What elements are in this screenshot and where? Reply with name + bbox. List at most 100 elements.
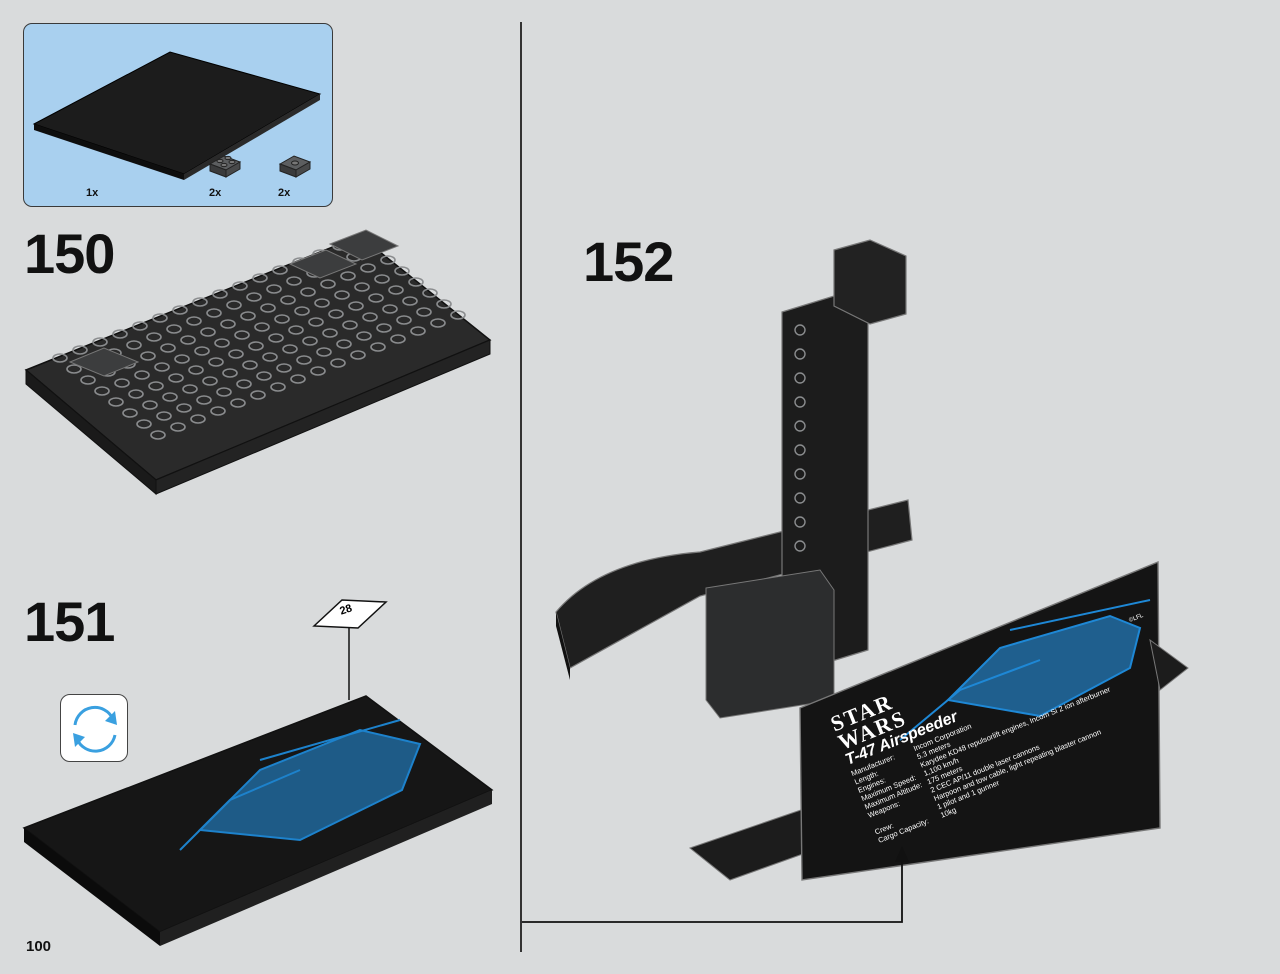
baseplate-stud [92,337,108,347]
baseplate-stud [436,299,452,309]
baseplate-stud [262,352,278,362]
baseplate-stud [408,277,424,287]
qty-jumper: 2x [278,187,291,199]
baseplate-stud [382,304,398,314]
baseplate-stud [276,363,292,373]
baseplate-stud [146,332,162,342]
baseplate-stud [302,336,318,346]
baseplate-stud [396,315,412,325]
baseplate-stud [200,327,216,337]
baseplate-stud [290,374,306,384]
baseplate-stud [350,350,366,360]
column-hole [794,540,806,552]
baseplate-stud [280,295,296,305]
baseplate-stud [222,368,238,378]
baseplate-stud [220,319,236,329]
baseplate-stud [388,285,404,295]
column-hole [794,492,806,504]
baseplate-stud [126,340,142,350]
column-hole [794,468,806,480]
qty-tile: 1x [86,187,99,199]
baseplate-stud [248,341,264,351]
baseplate-stud [136,419,152,429]
baseplate-stud [172,305,188,315]
rotate-model-icon [73,705,117,753]
baseplate-stud [148,381,164,391]
baseplate-stud [160,343,176,353]
baseplate-stud [182,384,198,394]
baseplate-stud [356,331,372,341]
baseplate-stud [108,397,124,407]
baseplate-stud [232,281,248,291]
baseplate-stud [52,353,68,363]
baseplate-stud [176,403,192,413]
rotate-model-button [60,694,128,762]
baseplate-stud [242,360,258,370]
baseplate-stud [294,306,310,316]
baseplate-stud [66,364,82,374]
baseplate-stud [330,358,346,368]
baseplate-stud [360,263,376,273]
baseplate-stud [140,351,156,361]
baseplate-stud [128,389,144,399]
column-hole [794,516,806,528]
baseplate-stud [202,376,218,386]
baseplate-stud [166,324,182,334]
baseplate-stud [348,301,364,311]
baseplate-stud [230,398,246,408]
baseplate-stud [430,318,446,328]
baseplate-stud [252,273,268,283]
baseplate-stud [94,386,110,396]
baseplate-stud [170,422,186,432]
baseplate-stud [142,400,158,410]
baseplate-stud [368,293,384,303]
baseplate-stud [410,326,426,336]
baseplate-stud [308,317,324,327]
baseplate-stud [272,265,288,275]
page-number: 100 [26,938,52,955]
baseplate-stud [328,309,344,319]
baseplate-stud [314,298,330,308]
baseplate-stud [192,297,208,307]
baseplate-stud [250,390,266,400]
baseplate-stud [376,323,392,333]
baseplate-stud [342,320,358,330]
baseplate-stud [240,311,256,321]
baseplate-stud [188,365,204,375]
baseplate-stud [114,378,130,388]
baseplate-stud [296,355,312,365]
column-hole [794,372,806,384]
baseplate-stud [152,313,168,323]
sticker-callout [312,599,388,629]
column-hole [794,348,806,360]
baseplate-stud [268,333,284,343]
baseplate-stud [300,287,316,297]
step-152-number: 152 [583,230,674,293]
baseplate-stud [310,366,326,376]
part-jumper-plate [278,155,312,178]
baseplate-stud [394,266,410,276]
baseplate-stud [316,347,332,357]
baseplate-stud [150,430,166,440]
step-151-number: 151 [24,590,115,653]
baseplate-stud [208,357,224,367]
baseplate-stud [186,316,202,326]
baseplate-stud [234,330,250,340]
baseplate-stud [254,322,270,332]
baseplate-stud [270,382,286,392]
parts-list-box: 1x 2x 2x [23,23,333,207]
baseplate-stud [246,292,262,302]
baseplate-stud [80,375,96,385]
baseplate-stud [174,354,190,364]
baseplate-stud [156,411,172,421]
baseplate-stud [226,300,242,310]
column-divider [520,22,522,952]
column-hole [794,324,806,336]
baseplate-stud [194,346,210,356]
baseplate-stud [228,349,244,359]
parts-illustration [32,51,322,180]
baseplate-stud [132,321,148,331]
